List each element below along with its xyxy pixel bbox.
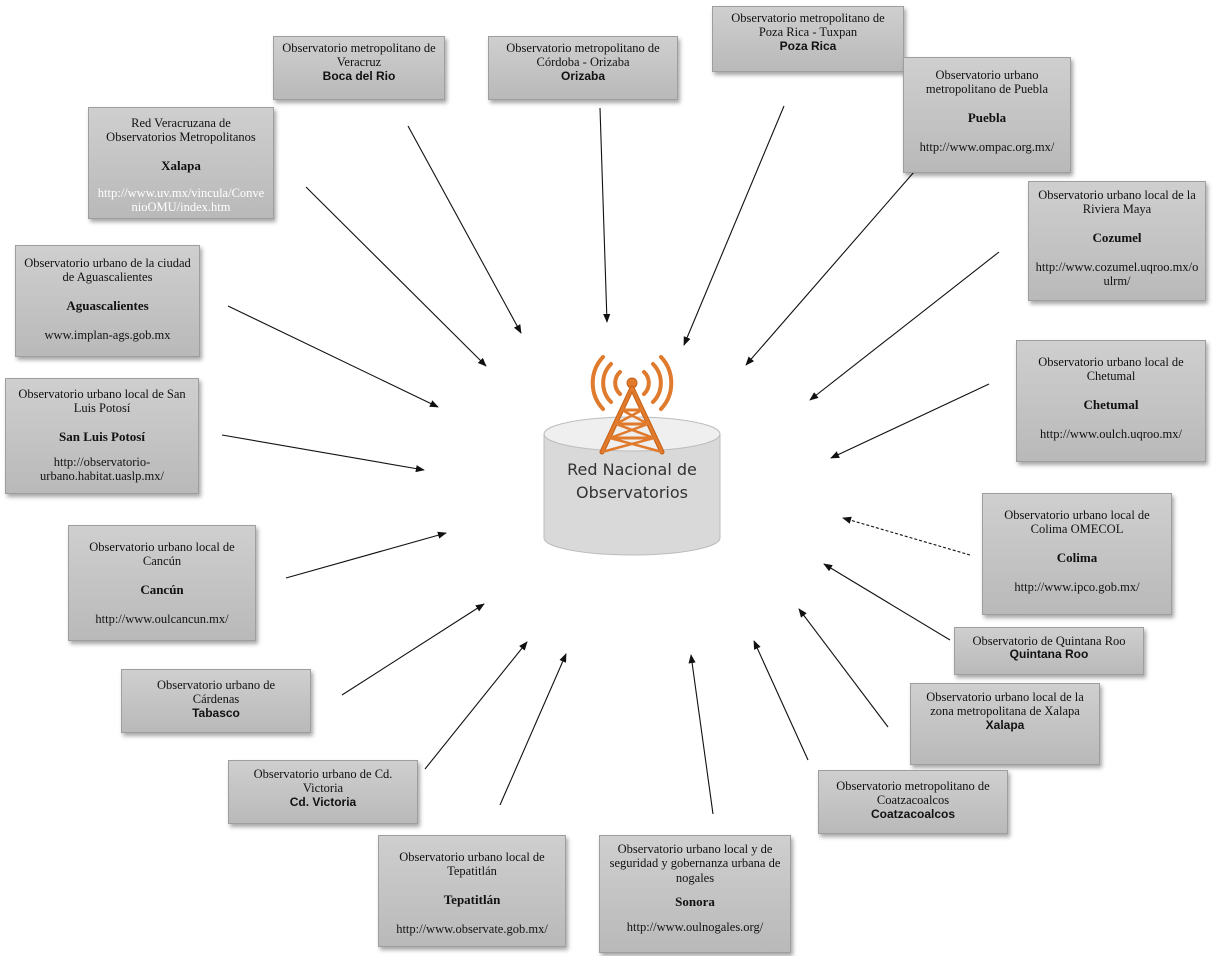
- node-location: Aguascalientes: [66, 297, 149, 313]
- node-location: Tabasco: [192, 705, 240, 720]
- node-title: Observatorio urbano local de Chetumal: [1038, 355, 1184, 384]
- node-location: Poza Rica: [779, 38, 837, 53]
- node-location: Chetumal: [1083, 396, 1139, 412]
- connector-arrow: [809, 251, 1000, 401]
- database-cylinder: [543, 416, 721, 556]
- connector-arrow: [227, 305, 439, 408]
- node-title: Observatorio metropolitano de Veracruz: [282, 41, 436, 70]
- node-title: Observatorio urbano local de San Luis Po…: [18, 387, 186, 416]
- node-pozarica: Observatorio metropolitano de Poza Rica …: [712, 6, 904, 72]
- node-sonora: Observatorio urbano local y de seguridad…: [599, 835, 791, 953]
- node-location: Orizaba: [560, 68, 605, 83]
- connector-arrow: [341, 603, 485, 696]
- connector-arrow: [683, 105, 785, 346]
- node-title: Observatorio urbano local de la zona met…: [926, 690, 1084, 719]
- connector-arrow: [842, 516, 971, 556]
- node-url: http://www.observate.gob.mx/: [396, 921, 548, 936]
- connector-arrow: [407, 125, 522, 334]
- node-title: Observatorio metropolitano de Coatzacoal…: [836, 779, 990, 808]
- node-location: Colima: [1056, 549, 1098, 565]
- node-title: Observatorio urbano local y de seguridad…: [609, 842, 781, 885]
- node-location: Xalapa: [161, 157, 201, 173]
- node-location: Cancún: [140, 581, 184, 597]
- node-title: Observatorio urbano de Cd. Victoria: [253, 767, 393, 796]
- node-riviera-maya: Observatorio urbano local de la Riviera …: [1028, 181, 1206, 301]
- connector-arrow: [285, 531, 447, 579]
- node-title: Observatorio urbano local de la Riviera …: [1038, 188, 1196, 217]
- node-aguascalientes: Observatorio urbano de la ciudad de Agua…: [15, 245, 200, 357]
- connector-arrow: [745, 171, 915, 366]
- node-url: http://www.uv.mx/vincula/ConvenioOMU/ind…: [97, 185, 265, 215]
- node-location: Boca del Rio: [322, 68, 396, 83]
- node-location: Puebla: [967, 109, 1007, 125]
- node-colima: Observatorio urbano local de Colima OMEC…: [982, 493, 1172, 615]
- connector-arrow: [599, 107, 611, 323]
- node-title: Observatorio urbano metropolitano de Pue…: [925, 68, 1049, 97]
- node-url: www.implan-ags.gob.mx: [44, 327, 171, 342]
- node-cardenas: Observatorio urbano de Cárdenas Tabasco: [121, 669, 311, 733]
- node-title: Observatorio metropolitano de Córdoba - …: [506, 41, 660, 70]
- connector-arrow: [798, 608, 889, 728]
- node-title: Observatorio de Quintana Roo: [972, 634, 1126, 648]
- connector-arrow: [830, 383, 990, 459]
- node-location: Quintana Roo: [1009, 647, 1089, 662]
- node-title: Observatorio metropolitano de Poza Rica …: [731, 11, 885, 40]
- node-cordoba: Observatorio metropolitano de Córdoba - …: [488, 36, 678, 100]
- node-xalapa-zona-metropolitana: Observatorio urbano local de la zona met…: [910, 683, 1100, 765]
- node-title: Observatorio urbano de la ciudad de Agua…: [24, 256, 191, 285]
- node-tepatitlan: Observatorio urbano local de Tepatitlán …: [378, 835, 566, 947]
- node-puebla: Observatorio urbano metropolitano de Pue…: [903, 57, 1071, 173]
- node-url: http://www.cozumel.uqroo.mx/oulrm/: [1035, 259, 1199, 289]
- center-label-line1: Red Nacional de: [567, 460, 697, 479]
- node-title: Observatorio urbano local de Colima OMEC…: [1004, 508, 1150, 537]
- connector-arrow: [499, 653, 567, 806]
- node-url: http://www.oulnogales.org/: [626, 920, 764, 935]
- connector-arrow: [753, 640, 809, 761]
- node-location: Xalapa: [985, 717, 1025, 732]
- node-location: Coatzacoalcos: [870, 806, 956, 821]
- node-title: Observatorio urbano local de Tepatitlán: [399, 850, 545, 879]
- node-url: http://www.ipco.gob.mx/: [1014, 579, 1140, 594]
- connector-arrow: [424, 641, 528, 770]
- node-title: Observatorio urbano de Cárdenas: [156, 678, 276, 707]
- node-url: http://www.oulcancun.mx/: [95, 611, 229, 626]
- radio-tower-icon: [590, 355, 674, 455]
- connector-arrow: [823, 563, 951, 641]
- node-location: Sonora: [675, 894, 715, 910]
- node-san-luis-potosi: Observatorio urbano local de San Luis Po…: [5, 378, 199, 494]
- node-url: http://www.oulch.uqroo.mx/: [1040, 426, 1182, 441]
- node-cd-victoria: Observatorio urbano de Cd. Victoria Cd. …: [228, 760, 418, 824]
- node-quintana-roo: Observatorio de Quintana Roo Quintana Ro…: [954, 627, 1144, 675]
- node-location: Cd. Victoria: [289, 794, 357, 809]
- node-location: Tepatitlán: [443, 891, 501, 907]
- node-red-veracruzana: Red Veracruzana de Observatorios Metropo…: [88, 107, 274, 219]
- node-title: Red Veracruzana de Observatorios Metropo…: [106, 116, 256, 145]
- center-label-line2: Observatorios: [576, 483, 688, 503]
- node-url: http://www.ompac.org.mx/: [919, 139, 1055, 154]
- connector-arrow: [305, 186, 487, 367]
- connector-arrow: [221, 434, 425, 473]
- node-location: San Luis Potosí: [59, 428, 145, 444]
- node-coatzacoalcos: Observatorio metropolitano de Coatzacoal…: [818, 770, 1008, 834]
- node-cancun: Observatorio urbano local de Cancún Canc…: [68, 525, 256, 641]
- node-url: http://observatorio-urbano.habitat.uaslp…: [40, 454, 164, 484]
- connector-arrow: [688, 654, 714, 815]
- node-chetumal: Observatorio urbano local de Chetumal Ch…: [1016, 340, 1206, 462]
- node-location: Cozumel: [1092, 229, 1142, 245]
- center-label: Red Nacional de Observatorios: [544, 458, 720, 504]
- node-title: Observatorio urbano local de Cancún: [89, 540, 235, 569]
- node-veracruz: Observatorio metropolitano de Veracruz B…: [273, 36, 445, 100]
